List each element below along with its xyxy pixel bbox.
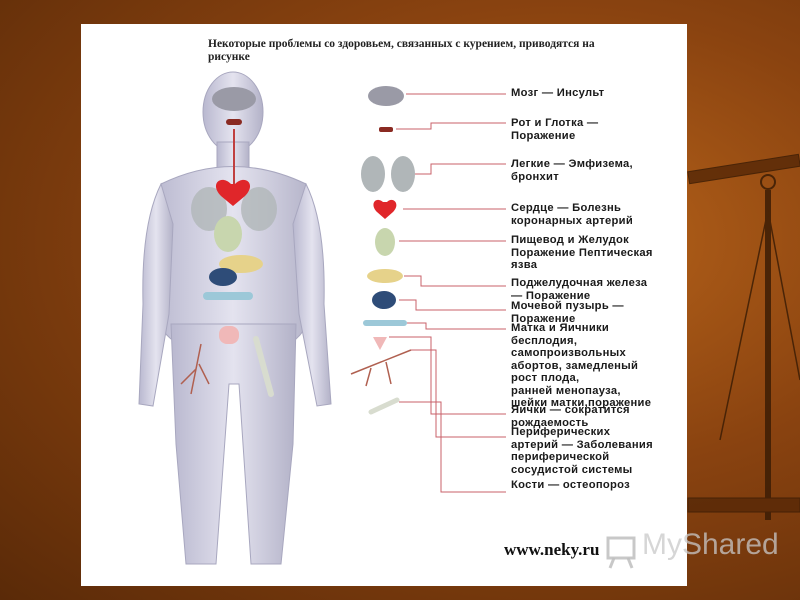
diagram-card: Некоторые проблемы со здоровьем, связанн… (81, 24, 687, 586)
label-mouth-throat: Рот и Глотка — Поражение (511, 117, 599, 142)
diagram-title: Некоторые проблемы со здоровьем, связанн… (208, 38, 595, 63)
label-bladder: Мочевой пузырь — Поражение (511, 300, 624, 325)
label-peripheral-arteries: Периферических артерий — Заболевания пер… (511, 426, 653, 476)
label-testicles: Яички — сократится рождаемость (511, 404, 630, 429)
label-lungs: Легкие — Эмфизема, бронхит (511, 158, 633, 183)
label-brain: Мозг — Инсульт (511, 87, 605, 99)
body-organs (180, 87, 277, 397)
label-esophagus-stomach: Пищевод и Желудок Поражение Пептическая … (511, 234, 653, 271)
organ-icons (350, 86, 415, 415)
label-pancreas: Поджелудочная железа — Поражение (511, 277, 648, 302)
label-heart: Сердце — Болезнь коронарных артерий (511, 202, 634, 227)
source-url: www.neky.ru (504, 540, 600, 559)
presentation-board-icon (606, 536, 636, 569)
body-figure (138, 71, 506, 565)
label-bones: Кости — остеопороз (511, 479, 631, 491)
watermark-logo: MyShared (642, 528, 779, 561)
leader-lines (389, 93, 506, 493)
label-uterus-ovaries: Матка и Яичники бесплодия, самопроизволь… (511, 322, 652, 409)
